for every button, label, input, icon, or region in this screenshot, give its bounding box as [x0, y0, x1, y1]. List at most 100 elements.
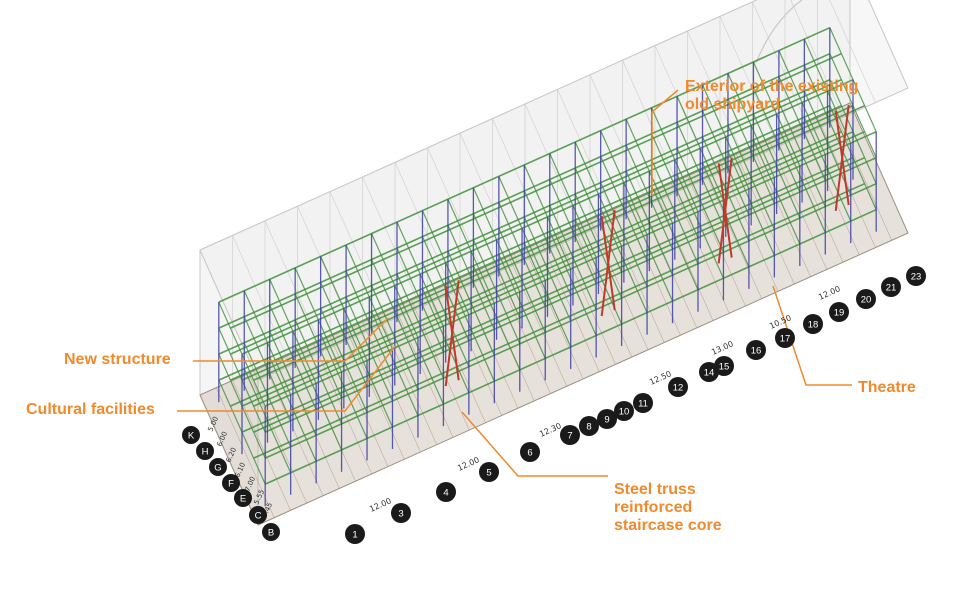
grid-marker-circle [906, 266, 926, 286]
envelope-rib [784, 0, 844, 133]
grid-marker-20: 20 [856, 289, 876, 309]
grid-marker-label: 14 [704, 368, 715, 379]
frame-cross-beam [829, 27, 877, 132]
envelope-rib [687, 30, 746, 176]
grid-marker-label: B [268, 528, 274, 539]
truss-brace [600, 215, 616, 311]
grid-marker-17: 17 [775, 328, 795, 348]
grid-marker-label: 1 [352, 530, 357, 541]
grid-marker-label: 11 [638, 399, 648, 410]
slab-joint [654, 190, 714, 321]
grid-marker-label: 3 [398, 509, 403, 520]
envelope-rib [524, 103, 584, 249]
callout-new-structure: New structure [64, 351, 171, 368]
slab-joint [589, 219, 649, 350]
span-label-longitudinal: 12.00 [368, 496, 393, 514]
slab-joint [329, 336, 389, 467]
grid-marker-circle [775, 328, 795, 348]
slab-joint [378, 314, 438, 445]
slab-joint [508, 256, 568, 387]
slab-joint [849, 102, 909, 234]
callout-theatre: Theatre [858, 379, 916, 396]
envelope-rib [622, 60, 681, 206]
grid-marker-circle [597, 409, 617, 429]
grid-marker-K: K [182, 426, 200, 444]
envelope-rib [589, 74, 649, 220]
grid-marker-1: 1 [345, 524, 365, 544]
grid-marker-label: H [202, 447, 209, 458]
grid-marker-15: 15 [714, 356, 734, 376]
grid-marker-9: 9 [597, 409, 617, 429]
envelope-rib [752, 1, 811, 147]
grid-marker-label: 21 [886, 283, 897, 294]
grid-marker-circle [633, 393, 653, 413]
grid-marker-circle [479, 462, 499, 482]
truss-brace [834, 110, 850, 206]
grid-marker-E: E [234, 489, 252, 507]
grid-marker-16: 16 [746, 340, 766, 360]
grid-marker-label: E [240, 494, 246, 505]
grid-marker-10: 10 [614, 401, 634, 421]
grid-marker-label: 7 [567, 431, 572, 442]
grid-marker-18: 18 [803, 314, 823, 334]
slab-joint [492, 263, 551, 394]
grid-marker-label: 10 [619, 407, 630, 418]
leader-cultural-facilities [177, 344, 397, 412]
envelope-rib [199, 249, 259, 395]
grid-marker-label: 4 [443, 488, 448, 499]
grid-marker-circle [560, 425, 580, 445]
grid-marker-circle [746, 340, 766, 360]
slab-joint [410, 299, 470, 431]
callout-exterior-line2: old shipyard [685, 96, 781, 113]
envelope-rib [329, 191, 389, 337]
grid-marker-circle [249, 506, 267, 524]
callout-exterior: Exterior of the existing old shipyard [685, 78, 858, 114]
span-label-longitudinal: 13.00 [710, 339, 735, 357]
slab-joint [557, 234, 616, 365]
grid-marker-circle [614, 401, 634, 421]
grid-marker-H: H [196, 442, 214, 460]
grid-marker-21: 21 [881, 277, 901, 297]
grid-marker-circle [234, 489, 252, 507]
frame-cross-beam [498, 176, 546, 281]
grid-marker-circle [668, 377, 688, 397]
span-label-longitudinal: 12.00 [817, 284, 842, 302]
envelope-rib [849, 0, 909, 103]
slab-joint [362, 321, 421, 453]
grid-marker-circle [391, 503, 411, 523]
grid-marker-label: C [255, 511, 262, 522]
grid-marker-label: 23 [911, 272, 922, 283]
callout-staircase-line3: staircase core [614, 517, 722, 534]
new-steel-frame [218, 26, 877, 507]
steel-truss-cores [444, 104, 850, 387]
grid-marker-circle [436, 482, 456, 502]
grid-marker-label: 12 [673, 383, 684, 394]
slab-joint [768, 139, 828, 270]
grid-marker-circle [345, 524, 365, 544]
grid-marker-circle [222, 474, 240, 492]
grid-marker-14: 14 [699, 362, 719, 382]
envelope-rib [719, 16, 779, 162]
grid-marker-label: 18 [808, 320, 819, 331]
grid-marker-23: 23 [906, 266, 926, 286]
grid-marker-11: 11 [633, 393, 653, 413]
envelope-barrel-roof [755, 0, 804, 63]
truss-brace [717, 163, 733, 258]
callout-staircase-core: Steel truss reinforced staircase core [614, 481, 722, 535]
grid-marker-6: 6 [520, 442, 540, 462]
span-label-longitudinal: 10.50 [768, 313, 793, 331]
grid-marker-12: 12 [668, 377, 688, 397]
envelope-rib [297, 206, 356, 352]
callout-staircase-line2: reinforced [614, 499, 693, 516]
grid-marker-circle [699, 362, 719, 382]
slab-joint [524, 248, 584, 380]
span-label-longitudinal: 12.00 [456, 455, 481, 473]
grid-marker-label: 19 [834, 308, 845, 319]
slab-joint [264, 365, 324, 496]
slab-joint [703, 168, 763, 299]
span-label-longitudinal: 12.30 [538, 421, 563, 439]
slab-joint [313, 343, 373, 475]
grid-marker-circle [803, 314, 823, 334]
grid-marker-label: 8 [586, 422, 591, 433]
